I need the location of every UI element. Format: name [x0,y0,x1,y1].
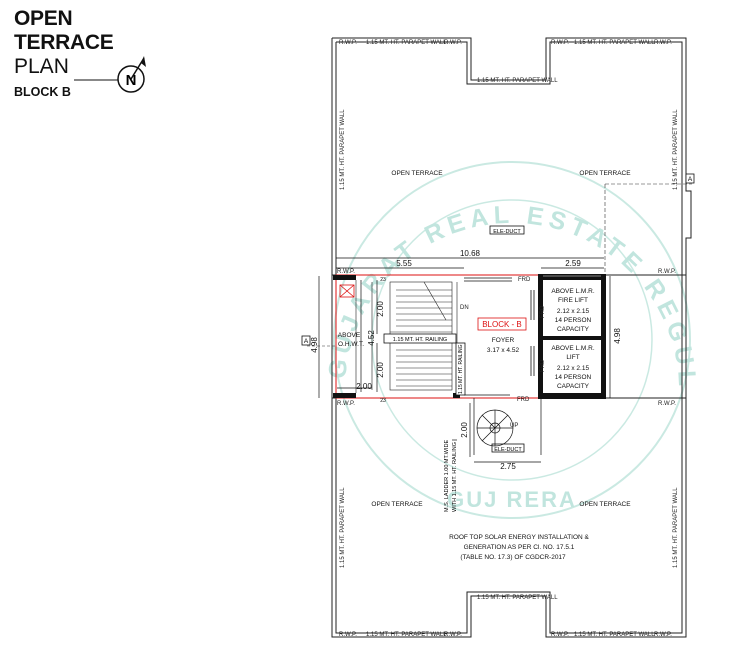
rwp-bottom-mid-left: R.W.P. [444,632,462,638]
parapet-left-upper: 1.15 MT. HT. PARAPET WALL [340,109,346,190]
frd-top: FRD [518,277,531,283]
tank-symbol [339,284,355,298]
rwp-mid-right-top: R.W.P. [658,269,676,275]
frd-fire-lift: FRD [540,305,546,318]
block-label-box: BLOCK - B [477,317,527,331]
parapet-top-left: 1.15 MT. HT. PARAPET WALL [366,40,447,46]
spiral-stair [473,398,542,455]
parapet-right-lower: 1.15 MT. HT. PARAPET WALL [673,487,679,568]
parapet-top-right: 1.15 MT. HT. PARAPET WALL [574,40,655,46]
ele-duct-top: ELE-DUCT [489,225,525,235]
ladder-label-1: M.S. LADDER 1.00 MT.WIDE [444,440,450,512]
railing-vertical: 1.15 MT. HT. RAILING [455,342,466,396]
dim-right-width: 2.59 [565,259,581,268]
svg-text:1.15 MT. HT. RAILING: 1.15 MT. HT. RAILING [458,344,464,394]
parapet-right-upper: 1.15 MT. HT. PARAPET WALL [673,109,679,190]
lift-labels: ABOVE L.M.R. LIFT 2.12 x 2.15 14 PERSON … [551,345,595,390]
open-terrace-top-left: OPEN TERRACE [391,170,443,177]
north-arrow-icon: N [117,56,146,93]
parapet-outline [331,37,692,638]
svg-text:CAPACITY: CAPACITY [557,326,590,333]
core-outline [331,274,687,399]
stair-dn-label: DN [460,305,469,311]
svg-text:14 PERSON: 14 PERSON [555,374,592,381]
watermark-bottom-text: GUJ RERA [447,487,577,512]
frd-lift: FRD [540,359,546,372]
svg-text:A: A [688,176,693,183]
section-mark-left: A [301,335,336,347]
svg-text:ABOVE L.M.R.: ABOVE L.M.R. [551,288,595,295]
tread-count-bottom: 23 [380,398,386,404]
title-line-3: PLAN [14,55,69,78]
solar-note-1: ROOF TOP SOLAR ENERGY INSTALLATION & [449,534,589,541]
ladder-label-2: WITH 1.15 MT. HT. RAILING [452,442,458,512]
plan-title: OPEN TERRACE PLAN BLOCK B [14,7,114,99]
title-line-1: OPEN [14,7,73,30]
foyer-dimension: 3.17 x 4.52 [487,347,520,354]
parapet-bottom-notch: 1.15 MT. HT. PARAPET WALL [477,595,558,601]
above-ohwt-label-2: O.H.W.T. [338,341,364,348]
above-ohwt-label-1: ABOVE [338,332,361,339]
svg-text:2.12 x 2.15: 2.12 x 2.15 [557,308,590,315]
solar-note-2: GENERATION AS PER Cl. NO. 17.5.1 [464,544,575,551]
title-line-4: BLOCK B [14,85,71,99]
dim-stair-h2: 4.52 [367,330,376,346]
rwp-top-left: R.W.P. [339,40,357,46]
parapet-top-notch: 1.15 MT. HT. PARAPET WALL [477,78,558,84]
dim-overall-width: 10.68 [460,249,481,258]
dim-stair-h1: 2.00 [376,301,385,317]
svg-text:14 PERSON: 14 PERSON [555,317,592,324]
parapet-left-lower: 1.15 MT. HT. PARAPET WALL [340,487,346,568]
railing-label: 1.15 MT. HT. RAILING [393,337,447,343]
parapet-bottom-left: 1.15 MT. HT. PARAPET WALL [366,632,447,638]
rwp-labels: R.W.P. 1.15 MT. HT. PARAPET WALL R.W.P. … [337,40,679,638]
svg-text:BLOCK - B: BLOCK - B [482,320,522,329]
section-mark-right: A [604,173,695,290]
solar-note-3: (TABLE NO. 17.3) OF CGDCR-2017 [460,554,566,561]
frd-doors [464,277,535,396]
dim-spiral-w: 2.75 [500,462,516,471]
dim-height-right: 4.98 [613,328,622,344]
dim-stair-h3: 2.00 [376,362,385,378]
fire-lift-labels: ABOVE L.M.R. FIRE LIFT 2.12 x 2.15 14 PE… [551,288,595,333]
rwp-bottom-right: R.W.P. [654,632,672,638]
svg-text:A: A [304,338,309,345]
foyer-label: FOYER [492,337,515,344]
svg-text:ELE-DUCT: ELE-DUCT [494,447,522,453]
dim-left-width: 5.55 [396,259,412,268]
title-line-2: TERRACE [14,31,114,54]
rwp-mid-left-top: R.W.P. [337,269,355,275]
rwp-top-mid-left: R.W.P. [444,40,462,46]
rwp-top-mid-right: R.W.P. [551,40,569,46]
svg-text:CAPACITY: CAPACITY [557,383,590,390]
railing-box [383,333,457,344]
rera-watermark: GUJARAT REAL ESTATE REGULATORY AUTHORITY… [0,0,696,519]
svg-text:FIRE LIFT: FIRE LIFT [558,297,588,304]
rwp-bottom-mid-right: R.W.P. [551,632,569,638]
svg-text:LIFT: LIFT [566,354,579,361]
spiral-up-label: UP [510,423,518,429]
svg-text:2.12 x 2.15: 2.12 x 2.15 [557,365,590,372]
dim-spiral-h: 2.00 [460,422,469,438]
tread-count-top: 23 [380,277,386,283]
rwp-bottom-left: R.W.P. [339,632,357,638]
dim-height-left: 4.98 [310,337,319,353]
svg-text:ABOVE L.M.R.: ABOVE L.M.R. [551,345,595,352]
rwp-mid-right-bottom: R.W.P. [658,401,676,407]
open-terrace-bottom-left: OPEN TERRACE [371,501,423,508]
dim-stair-w: 2.00 [356,382,372,391]
parapet-bottom-right: 1.15 MT. HT. PARAPET WALL [574,632,655,638]
rwp-mid-left-bottom: R.W.P. [337,401,355,407]
dimension-lines [318,257,611,463]
open-terrace-bottom-right: OPEN TERRACE [579,501,631,508]
north-label: N [126,72,137,89]
frd-bottom: FRD [517,397,530,403]
svg-text:ELE-DUCT: ELE-DUCT [493,229,521,235]
ele-duct-bottom: ELE-DUCT [491,443,525,453]
rwp-top-right: R.W.P. [654,40,672,46]
open-terrace-top-right: OPEN TERRACE [579,170,631,177]
